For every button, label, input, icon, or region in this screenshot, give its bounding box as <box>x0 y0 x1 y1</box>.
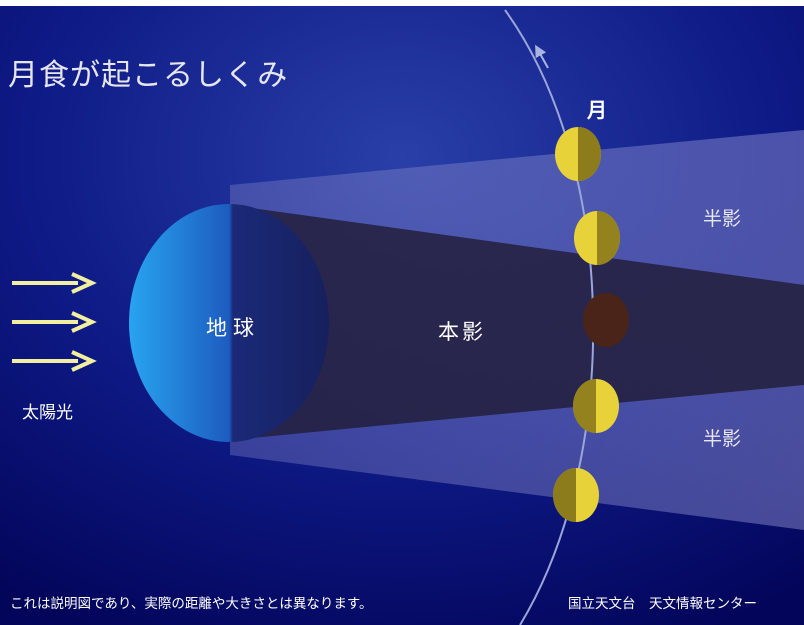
moon-2 <box>574 211 620 265</box>
umbra-label: 本影 <box>438 320 486 344</box>
moon-eclipsed <box>583 293 629 347</box>
umbra-region <box>230 205 804 440</box>
sunlight-label: 太陽光 <box>22 403 73 423</box>
moon-5 <box>553 468 599 522</box>
penumbra-label-upper: 半影 <box>703 208 742 230</box>
earth-label: 地球 <box>206 316 260 340</box>
sunlight-arrow-1 <box>12 272 97 294</box>
moon-1 <box>555 127 601 181</box>
diagram-title: 月食が起こるしくみ <box>8 58 289 93</box>
earth <box>129 204 329 442</box>
moon-4 <box>573 379 619 433</box>
moon-label: 月 <box>587 98 607 122</box>
credit-text: 国立天文台 天文情報センター <box>568 596 757 612</box>
orbit-direction-arrow <box>535 44 549 69</box>
penumbra-label-lower: 半影 <box>703 428 742 450</box>
disclaimer-note: これは説明図であり、実際の距離や大きさとは異なります。 <box>10 596 373 612</box>
sunlight-arrow-3 <box>12 350 97 372</box>
sunlight-arrow-2 <box>12 311 97 333</box>
top-frame <box>0 0 804 6</box>
